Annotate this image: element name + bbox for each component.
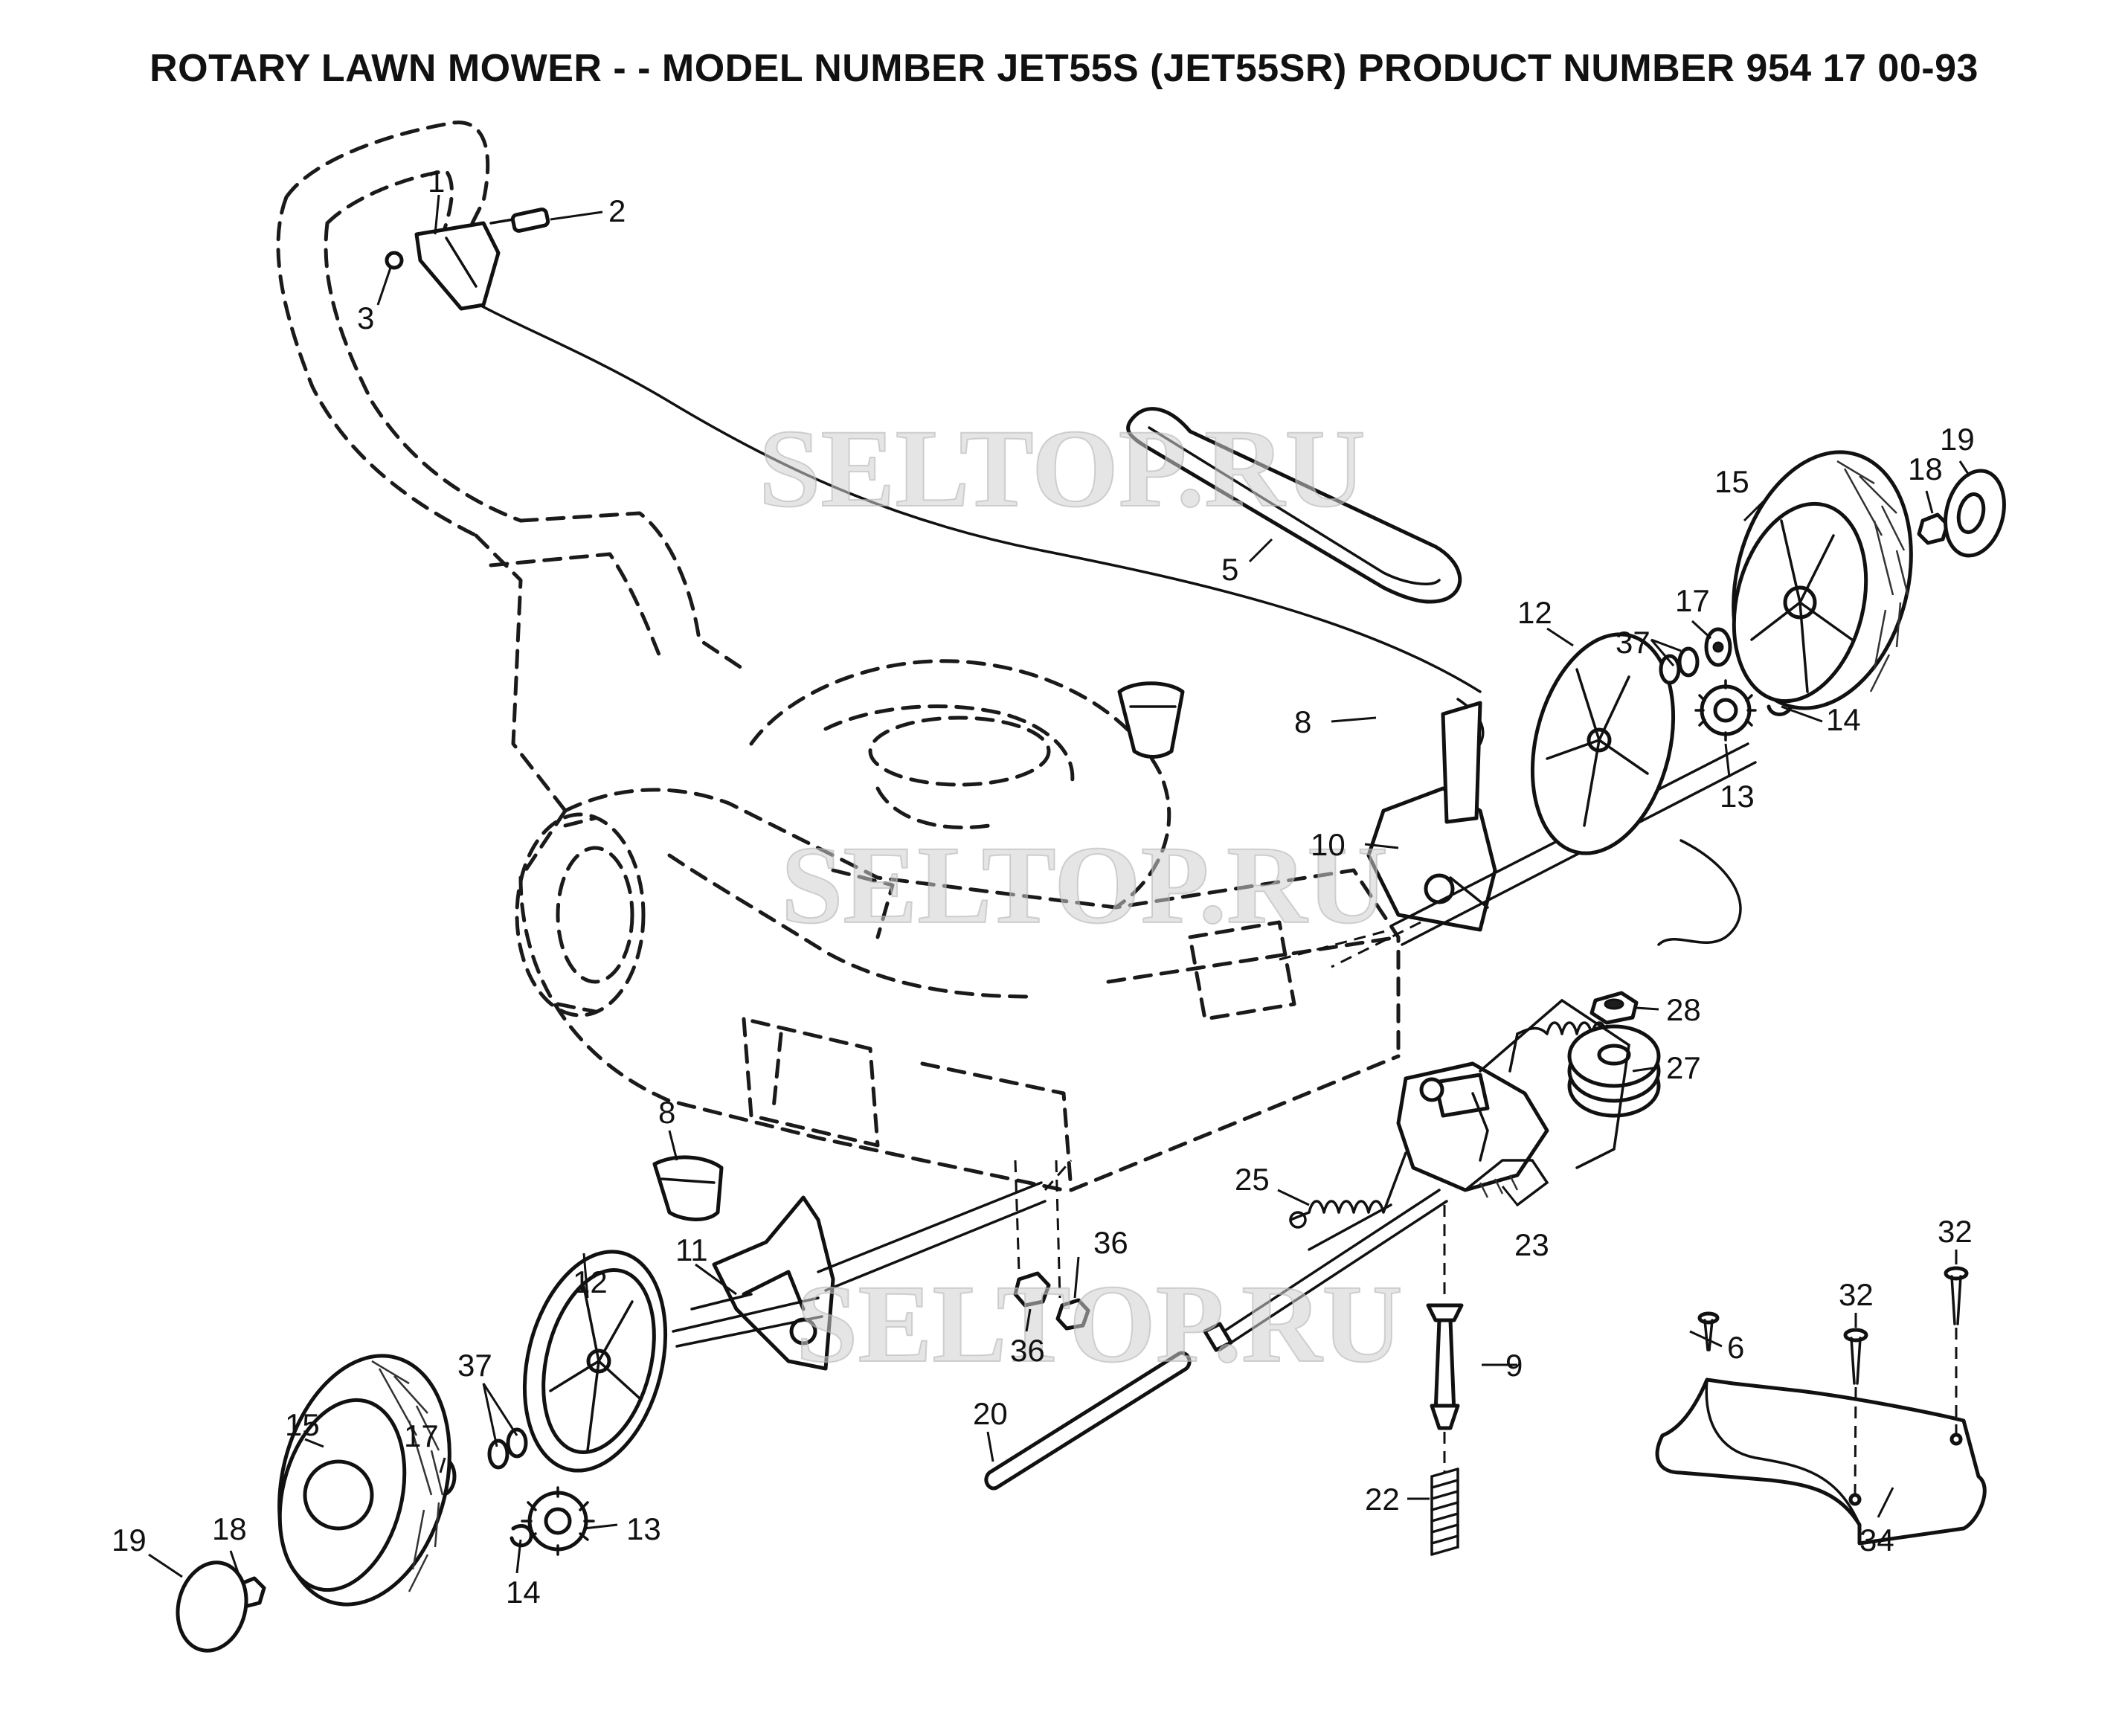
- spring-22: [1430, 1432, 1459, 1556]
- callout-19-lower: 19: [112, 1523, 147, 1557]
- callout-8-lower: 8: [658, 1095, 675, 1130]
- drive-belt: [1126, 407, 1462, 604]
- callout-28: 28: [1666, 992, 1701, 1027]
- discharge-deflector: [1655, 1377, 1987, 1546]
- spring-lower: [1289, 1151, 1407, 1229]
- callout-27: 27: [1666, 1050, 1701, 1085]
- callout-15-lower: 15: [285, 1407, 320, 1442]
- callout-18-upper: 18: [1908, 451, 1943, 486]
- callout-17-lower: 17: [404, 1418, 439, 1453]
- callout-3: 3: [357, 300, 374, 335]
- callout-15-upper: 15: [1714, 464, 1749, 499]
- washers-upper: [1659, 627, 1732, 685]
- callout-32-right: 32: [1938, 1214, 1973, 1249]
- gear-upper: [1694, 679, 1757, 742]
- screw-32-right: [1944, 1266, 1969, 1436]
- callout-23: 23: [1514, 1227, 1549, 1262]
- callout-18-lower: 18: [212, 1511, 247, 1546]
- gearbox-assembly: [1396, 1061, 1549, 1206]
- idler-pulley: [1567, 1024, 1661, 1118]
- callout-labels: 1 2 3 5 6 8 8 9 10 11 12 12 13 13 14 14 …: [112, 164, 1975, 1610]
- callout-6: 6: [1727, 1330, 1744, 1365]
- shift-rod: [1203, 1189, 1448, 1352]
- watermark: SELTOP.RU: [796, 1262, 1403, 1386]
- watermark: SELTOP.RU: [759, 407, 1366, 530]
- nut-36-right: [1055, 1298, 1090, 1331]
- callout-13-lower: 13: [626, 1511, 661, 1546]
- callout-11: 11: [675, 1232, 708, 1267]
- hub-nut-upper: [1917, 512, 1949, 545]
- callout-36-left: 36: [1010, 1333, 1045, 1368]
- hub-cap-lower: [176, 1560, 248, 1653]
- callout-22: 22: [1365, 1482, 1400, 1517]
- screw-32-left: [1843, 1328, 1868, 1496]
- wheel-tire-lower: [277, 1354, 451, 1607]
- callout-36-right: 36: [1093, 1225, 1128, 1260]
- nut-36-left: [1013, 1271, 1051, 1308]
- callout-25: 25: [1235, 1162, 1270, 1197]
- callout-10: 10: [1311, 827, 1346, 862]
- control-bracket: [385, 208, 550, 311]
- callout-19-upper: 19: [1940, 422, 1975, 457]
- callout-12-upper: 12: [1517, 595, 1552, 630]
- callout-13-upper: 13: [1720, 779, 1755, 814]
- callout-5: 5: [1221, 552, 1238, 587]
- callout-8-upper: 8: [1294, 704, 1311, 739]
- wheel-tire-upper: [1732, 450, 1913, 710]
- callout-1: 1: [428, 164, 445, 199]
- watermark: SELTOP.RU: [781, 823, 1388, 947]
- callout-34: 34: [1859, 1523, 1894, 1557]
- callout-37-lower: 37: [457, 1348, 492, 1383]
- wheel-adjust-knob-upper: [1117, 681, 1185, 759]
- callout-9: 9: [1505, 1348, 1523, 1383]
- drive-wheel-hub-upper: [1530, 632, 1676, 855]
- drive-wheel-hub-lower: [522, 1250, 668, 1473]
- gear-lower: [521, 1486, 595, 1556]
- diagram-title: ROTARY LAWN MOWER - - MODEL NUMBER JET55…: [150, 47, 1978, 90]
- wheel-adjust-knob-lower: [652, 1155, 724, 1221]
- callout-17-upper: 17: [1675, 583, 1710, 618]
- hub-cap-upper: [1944, 469, 2006, 558]
- callout-14-upper: 14: [1826, 702, 1861, 737]
- rod: [984, 1351, 1192, 1491]
- callout-12-lower: 12: [573, 1264, 608, 1299]
- leader-lines: [148, 194, 1971, 1578]
- pulley-nut: [1589, 991, 1639, 1025]
- pin: [1426, 1205, 1464, 1430]
- mower-body-outline: [276, 120, 1401, 1192]
- screw-6: [1697, 1311, 1720, 1351]
- front-axle: [672, 1160, 1073, 1348]
- callout-20: 20: [973, 1396, 1008, 1431]
- callout-14-lower: 14: [506, 1575, 541, 1610]
- clip-lower: [510, 1523, 533, 1548]
- callout-32-left: 32: [1839, 1277, 1874, 1312]
- callout-37-upper: 37: [1616, 625, 1650, 660]
- callout-2: 2: [608, 193, 626, 228]
